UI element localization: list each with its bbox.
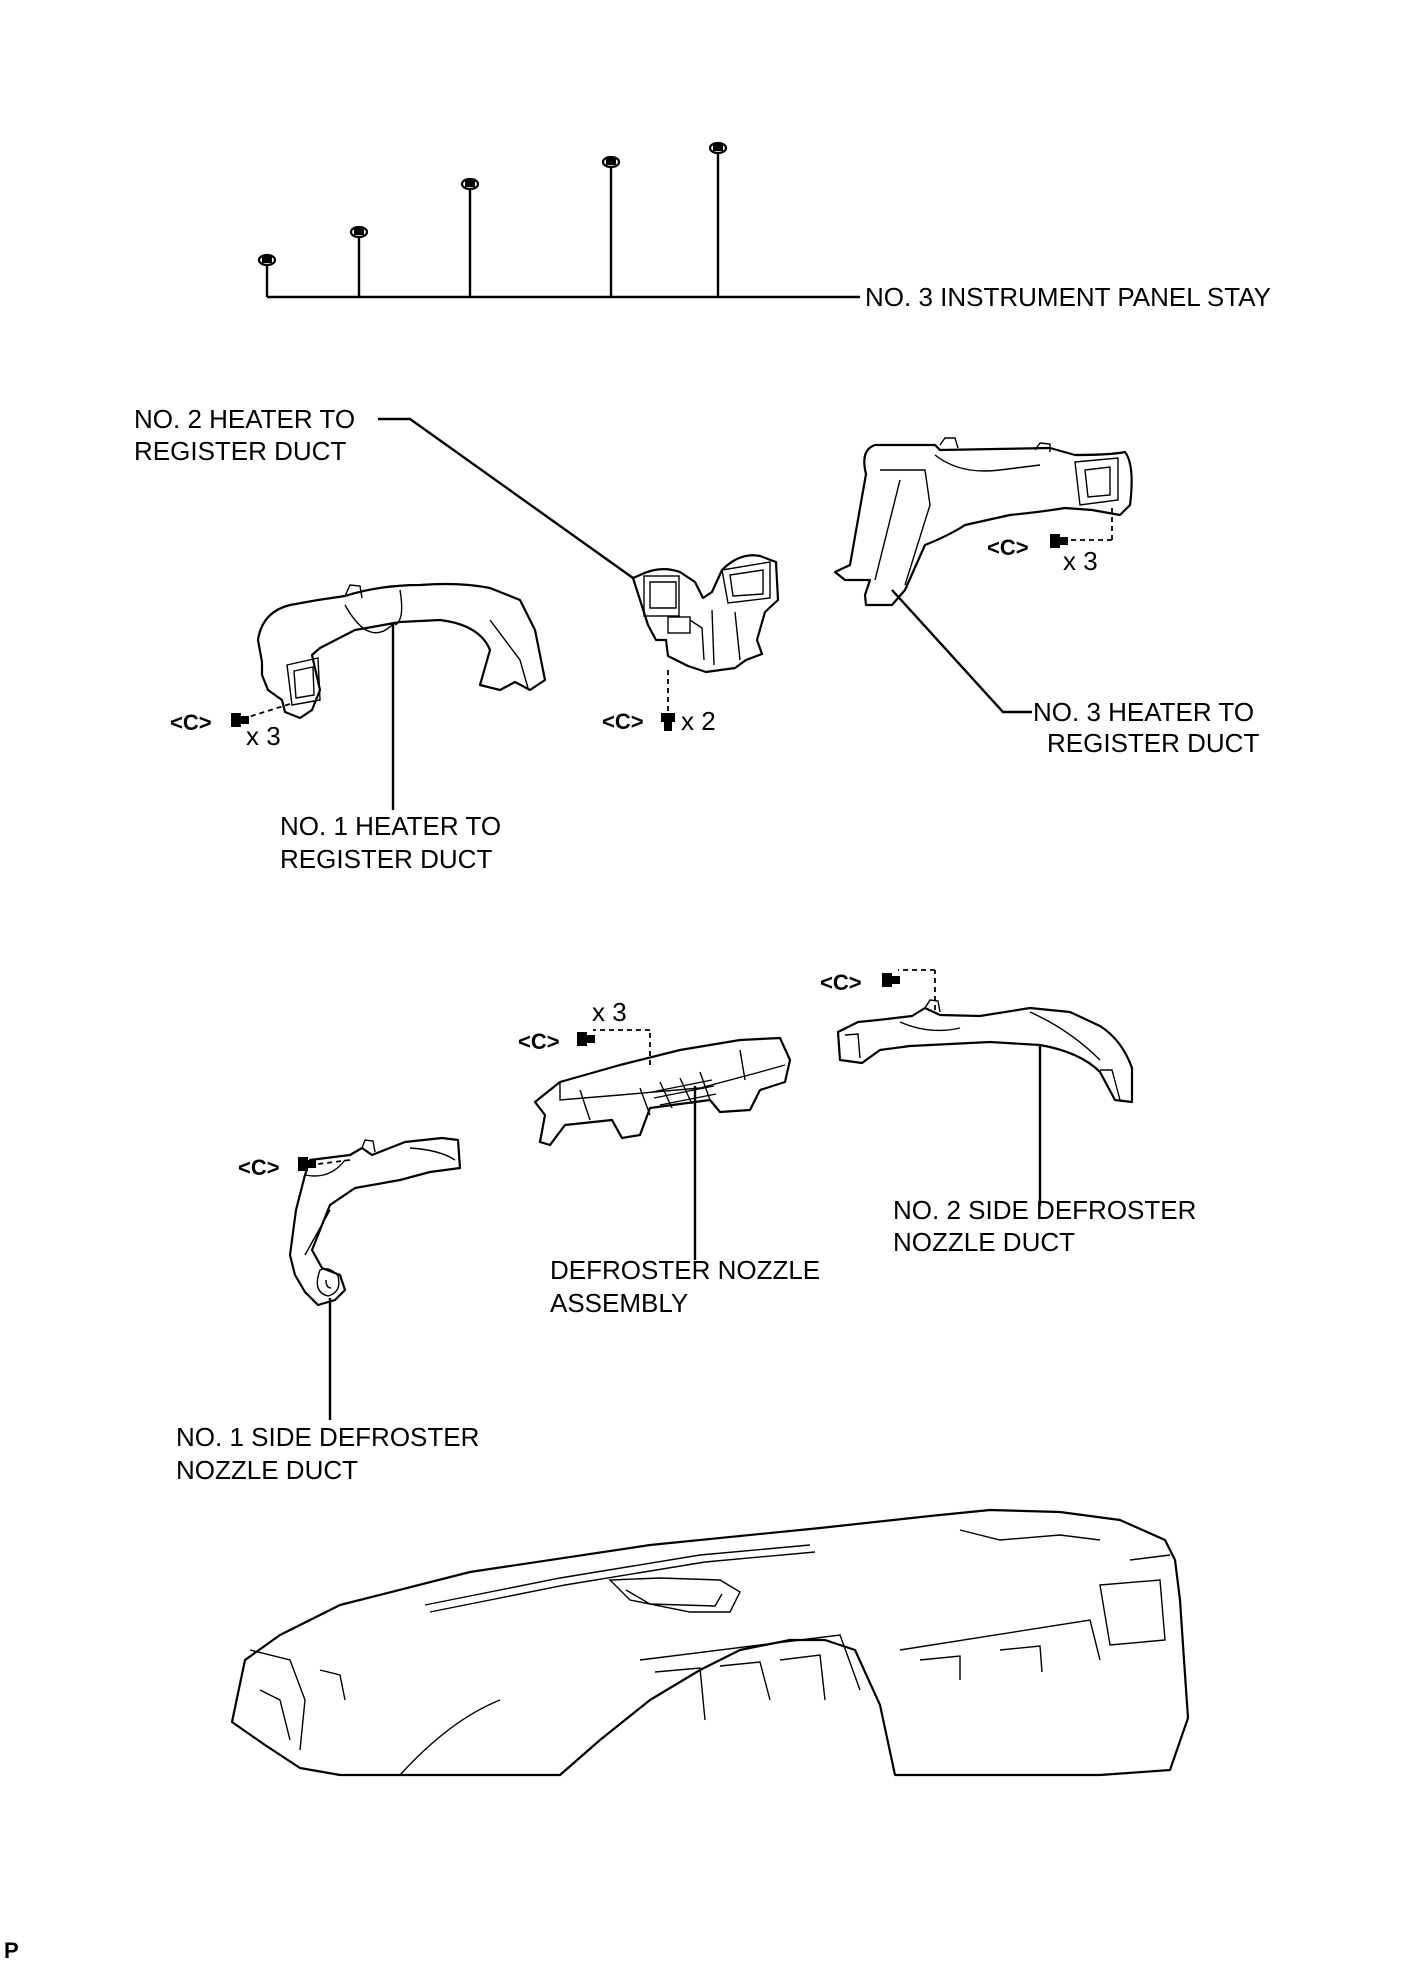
label-no3-heater-duct-line1: NO. 3 HEATER TO (1033, 697, 1254, 727)
screw-icon (231, 713, 249, 727)
label-no1-side-defroster-line1: NO. 1 SIDE DEFROSTER (176, 1422, 479, 1452)
label-no2-heater-duct-line1: NO. 2 HEATER TO (134, 404, 355, 434)
screw-icon (298, 1157, 316, 1171)
no1-heater-to-register-duct (256, 582, 547, 720)
leader-no2-heater-duct (378, 417, 634, 579)
label-defroster-nozzle-line2: ASSEMBLY (550, 1288, 688, 1318)
label-no1-heater-duct-line2: REGISTER DUCT (280, 844, 492, 874)
label-no2-heater-duct-line2: REGISTER DUCT (134, 436, 346, 466)
fastener-qty-x3: x 3 (1063, 546, 1098, 576)
no2-heater-to-register-duct (631, 554, 780, 674)
leader-no3-heater-duct (891, 589, 1032, 714)
label-instrument-panel-stay: NO. 3 INSTRUMENT PANEL STAY (865, 282, 1271, 312)
fastener-code-c: <C> (518, 1029, 560, 1054)
fastener-qty-x3: x 3 (246, 721, 281, 751)
clip-icon (349, 225, 369, 239)
no1-side-defroster-nozzle-duct (288, 1136, 462, 1307)
fastener-code-c: <C> (602, 709, 644, 734)
fastener-code-c: <C> (820, 970, 862, 995)
label-no1-side-defroster-line2: NOZZLE DUCT (176, 1455, 358, 1485)
fastener-code-c: <C> (170, 710, 212, 735)
clip-icon (257, 253, 277, 267)
label-no2-side-defroster-line1: NO. 2 SIDE DEFROSTER (893, 1195, 1196, 1225)
no3-heater-to-register-duct (833, 437, 1133, 607)
clip-icon (460, 177, 480, 191)
fastener-code-c: <C> (987, 535, 1029, 560)
label-no2-side-defroster-line2: NOZZLE DUCT (893, 1227, 1075, 1257)
clip-icon (708, 141, 728, 155)
fastener-qty-x3: x 3 (592, 997, 627, 1027)
label-defroster-nozzle-line1: DEFROSTER NOZZLE (550, 1255, 820, 1285)
clip-icon (601, 155, 621, 169)
instrument-panel-stay-clips (257, 141, 860, 299)
no2-side-defroster-nozzle-duct (836, 999, 1134, 1104)
screw-icon (577, 1032, 595, 1046)
screw-icon (1050, 534, 1068, 548)
label-no3-heater-duct-line2: REGISTER DUCT (1047, 728, 1259, 758)
instrument-panel (230, 1508, 1190, 1777)
fastener-qty-x2: x 2 (681, 706, 716, 736)
defroster-nozzle-assembly (533, 1036, 792, 1147)
label-no1-heater-duct-line1: NO. 1 HEATER TO (280, 811, 501, 841)
fastener-code-c: <C> (238, 1155, 280, 1180)
screw-icon (882, 973, 900, 987)
figure-code: P (4, 1938, 19, 1963)
screw-icon (661, 713, 675, 731)
